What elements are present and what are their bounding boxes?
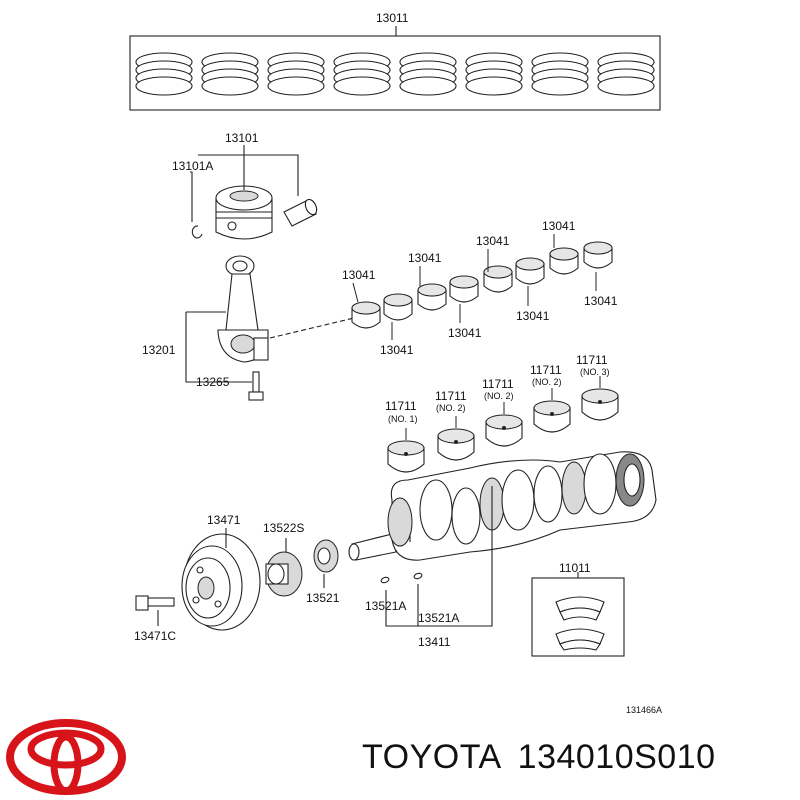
ring-stack	[465, 52, 523, 96]
main-bearing-shell	[581, 388, 619, 421]
bearing-shell	[549, 247, 579, 275]
label-13265: 13265	[196, 375, 230, 389]
ring-stack	[201, 52, 259, 96]
label-13521a-a: 13521A	[365, 599, 406, 613]
crank-gear-13521	[313, 539, 339, 573]
label-13041-c: 13041	[476, 234, 510, 248]
ring-stack	[531, 52, 589, 96]
bearing-shell	[417, 283, 447, 311]
ring-stack	[267, 52, 325, 96]
label-13041-a: 13041	[342, 268, 376, 282]
crank-sprocket-13522s	[265, 551, 303, 597]
bearing-shell	[383, 293, 413, 321]
main-bearing-shell	[387, 440, 425, 473]
toyota-logo	[6, 719, 126, 795]
label-11711-a: 11711	[385, 399, 417, 413]
label-no1: (NO. 1)	[388, 414, 418, 424]
brand-name: TOYOTA	[362, 738, 502, 776]
label-no2-a: (NO. 2)	[436, 403, 466, 413]
piston-ring-set	[129, 26, 661, 111]
label-11011: 11011	[559, 561, 591, 575]
conrod-bolt	[248, 371, 264, 401]
crank-pulley	[181, 533, 261, 631]
label-13101: 13101	[225, 131, 259, 145]
crankshaft	[348, 451, 657, 561]
label-11711-c: 11711	[482, 377, 514, 391]
diagram-code: 131466A	[626, 705, 662, 715]
label-13041-h: 13041	[584, 294, 618, 308]
crank-keys	[380, 572, 423, 584]
part-number: 134010S010	[517, 738, 716, 776]
main-bearing-shells	[387, 376, 619, 473]
label-13471: 13471	[207, 513, 241, 527]
label-11711-b: 11711	[435, 389, 467, 403]
ring-stack	[399, 52, 457, 96]
conrod-bearing-shells	[351, 234, 613, 340]
label-13522s: 13522S	[263, 521, 304, 535]
label-13041-e: 13041	[380, 343, 414, 357]
bearing-shell	[449, 275, 479, 303]
ring-stack	[333, 52, 391, 96]
piston	[215, 185, 273, 240]
label-11711-e: 11711	[576, 353, 608, 367]
bearing-shell	[483, 265, 513, 293]
label-13471c: 13471C	[134, 629, 176, 643]
label-no2-c: (NO. 2)	[532, 377, 562, 387]
main-bearing-shell	[437, 428, 475, 461]
bearing-shell	[583, 241, 613, 269]
label-13041-b: 13041	[408, 251, 442, 265]
thrust-washers	[555, 596, 605, 651]
bearing-shell	[515, 257, 545, 285]
main-bearing-shell	[485, 414, 523, 447]
ring-stack	[135, 52, 193, 96]
label-13201: 13201	[142, 343, 176, 357]
connecting-rod	[217, 255, 269, 363]
label-13041-d: 13041	[542, 219, 576, 233]
label-13011: 13011	[376, 11, 409, 25]
label-13101a: 13101A	[172, 159, 213, 173]
label-13041-f: 13041	[448, 326, 482, 340]
label-no2-b: (NO. 2)	[484, 391, 514, 401]
footer-brand-partnumber: TOYOTA 134010S010	[362, 738, 792, 777]
piston-pin	[283, 198, 318, 227]
label-13411: 13411	[418, 635, 451, 649]
snap-ring	[191, 225, 203, 239]
bearing-shell	[351, 301, 381, 329]
label-11711-d: 11711	[530, 363, 562, 377]
pulley-bolt	[135, 595, 175, 611]
label-no3: (NO. 3)	[580, 367, 610, 377]
main-bearing-shell	[533, 400, 571, 433]
label-13521a-b: 13521A	[418, 611, 459, 625]
label-13041-g: 13041	[516, 309, 550, 323]
label-13521: 13521	[306, 591, 340, 605]
ring-stack	[597, 52, 655, 96]
